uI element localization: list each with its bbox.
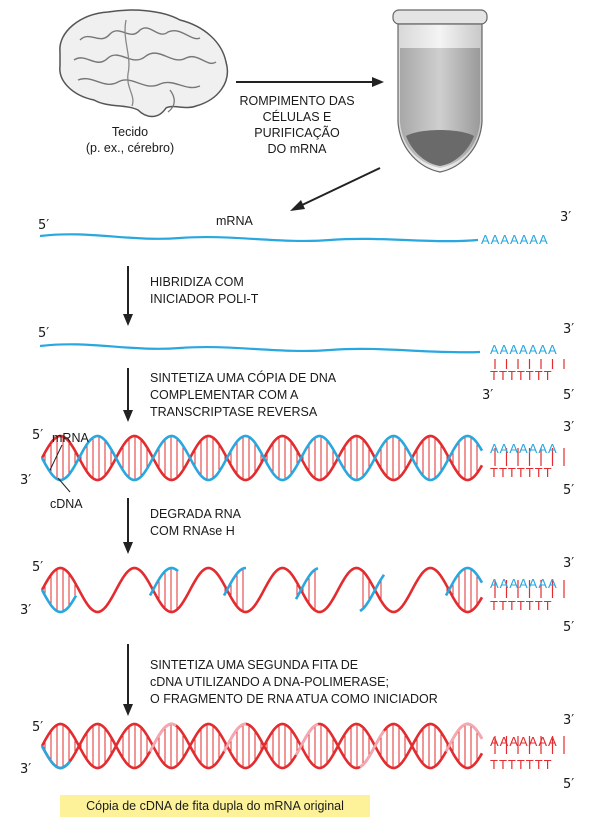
poly-a-tail-row5: AAAAAAA bbox=[490, 734, 558, 749]
poly-a-tail-row4: AAAAAAA bbox=[490, 576, 558, 591]
step-synthesize-line-3: TRANSCRIPTASE REVERSA bbox=[150, 405, 318, 419]
five-prime-row2: 5′ bbox=[38, 326, 50, 341]
step-hybridize-line-2: INICIADOR POLI-T bbox=[150, 292, 259, 306]
poly-a-tail-row1: AAAAAAA bbox=[481, 232, 549, 247]
mrna-pointer-line bbox=[49, 444, 63, 471]
three-prime-row4: 3′ bbox=[20, 603, 32, 618]
top-strand bbox=[40, 434, 484, 482]
three-prime-row5: 3′ bbox=[20, 762, 32, 777]
step-degrade-line-2: COM RNAse H bbox=[150, 524, 235, 538]
step-hybridize-line-1: HIBRIDIZA COM bbox=[150, 275, 244, 289]
poly-t-row5: TTTTTTT bbox=[490, 757, 553, 772]
primer-fragment bbox=[222, 722, 247, 753]
tissue-example-label: (p. ex., cérebro) bbox=[85, 141, 175, 155]
purification-line-3: PURIFICAÇÃO bbox=[254, 126, 340, 140]
mrna-label: mRNA bbox=[216, 214, 253, 228]
poly-t-row3: TTTTTTT bbox=[490, 465, 553, 480]
flow-arrows bbox=[127, 81, 381, 708]
cdna-strand-label: cDNA bbox=[50, 497, 83, 511]
tail-bonds bbox=[494, 448, 565, 466]
tissue-label: Tecido bbox=[111, 125, 149, 139]
five-prime-row4: 5′ bbox=[32, 560, 44, 575]
cdna-strand bbox=[40, 566, 484, 614]
five-prime-row3: 5′ bbox=[32, 428, 44, 443]
five-prime-row4-right: 5′ bbox=[563, 620, 575, 635]
primer-fragment bbox=[444, 722, 484, 753]
helix-mrna-cdna bbox=[40, 434, 565, 482]
rna-fragment bbox=[148, 566, 179, 597]
rna-fragment bbox=[359, 574, 386, 613]
three-prime-row3-left: 3′ bbox=[20, 473, 32, 488]
purification-line-2: CÉLULAS E bbox=[262, 110, 332, 124]
five-prime-row5-right: 5′ bbox=[563, 777, 575, 792]
poly-a-tail-row2: AAAAAAA bbox=[490, 342, 558, 357]
cdna-pointer-line bbox=[57, 477, 71, 493]
arrow-heads bbox=[123, 77, 384, 716]
poly-t-primer-row2: TTTTTTT bbox=[490, 368, 553, 383]
tail-bonds bbox=[494, 736, 565, 754]
primer-fragment bbox=[148, 722, 177, 753]
rna-fragment bbox=[222, 566, 247, 597]
purification-line-1: ROMPIMENTO DAS bbox=[239, 94, 355, 108]
mrna-strand bbox=[39, 233, 479, 243]
rna-fragment bbox=[444, 566, 484, 597]
base-pair-rungs bbox=[44, 568, 478, 612]
primer-bonds bbox=[494, 359, 565, 369]
three-prime-row5-right: 3′ bbox=[563, 713, 575, 728]
helix-double-stranded-cdna bbox=[40, 722, 565, 770]
five-prime-row3-right: 5′ bbox=[563, 483, 575, 498]
primer-fragment bbox=[294, 722, 319, 756]
step-degrade-line-1: DEGRADA RNA bbox=[150, 507, 241, 521]
helix-degraded-rna bbox=[40, 566, 565, 614]
brain-icon bbox=[59, 9, 229, 118]
step-second-strand-line-1: SINTETIZA UMA SEGUNDA FITA DE bbox=[150, 658, 359, 672]
result-caption: Cópia de cDNA de fita dupla do mRNA orig… bbox=[60, 795, 370, 817]
three-prime-row3-right: 3′ bbox=[563, 420, 575, 435]
step-synthesize-line-1: SINTETIZA UMA CÓPIA DE DNA bbox=[150, 371, 337, 385]
poly-a-tail-row3: AAAAAAA bbox=[490, 441, 558, 456]
test-tube-icon bbox=[392, 9, 488, 173]
rna-fragment bbox=[40, 589, 78, 614]
three-prime-row2: 3′ bbox=[563, 322, 575, 337]
tail-bonds bbox=[494, 580, 565, 598]
purification-line-4: DO mRNA bbox=[267, 142, 327, 156]
five-prime-row5: 5′ bbox=[32, 720, 44, 735]
three-prime-row4-right: 3′ bbox=[563, 556, 575, 571]
step-second-strand-line-3: O FRAGMENTO DE RNA ATUA COMO INICIADOR bbox=[150, 692, 438, 706]
top-strand bbox=[40, 722, 484, 770]
rna-fragment bbox=[294, 566, 319, 600]
primer-fragment bbox=[40, 745, 72, 770]
arrow-tube-to-mrna bbox=[299, 167, 381, 207]
base-pair-rungs bbox=[44, 724, 478, 768]
five-prime-row1: 5′ bbox=[38, 218, 50, 233]
step-synthesize-line-2: COMPLEMENTAR COM A bbox=[150, 388, 299, 402]
three-prime-row1: 3′ bbox=[560, 210, 572, 225]
five-prime-primer: 5′ bbox=[563, 388, 575, 403]
mrna-strand-label: mRNA bbox=[52, 431, 89, 445]
poly-t-row4: TTTTTTT bbox=[490, 598, 553, 613]
step-second-strand-line-2: cDNA UTILIZANDO A DNA-POLIMERASE; bbox=[150, 675, 389, 689]
mrna-strand-hybridized bbox=[39, 343, 481, 354]
primer-fragment bbox=[359, 730, 386, 769]
three-prime-primer: 3′ bbox=[482, 388, 494, 403]
